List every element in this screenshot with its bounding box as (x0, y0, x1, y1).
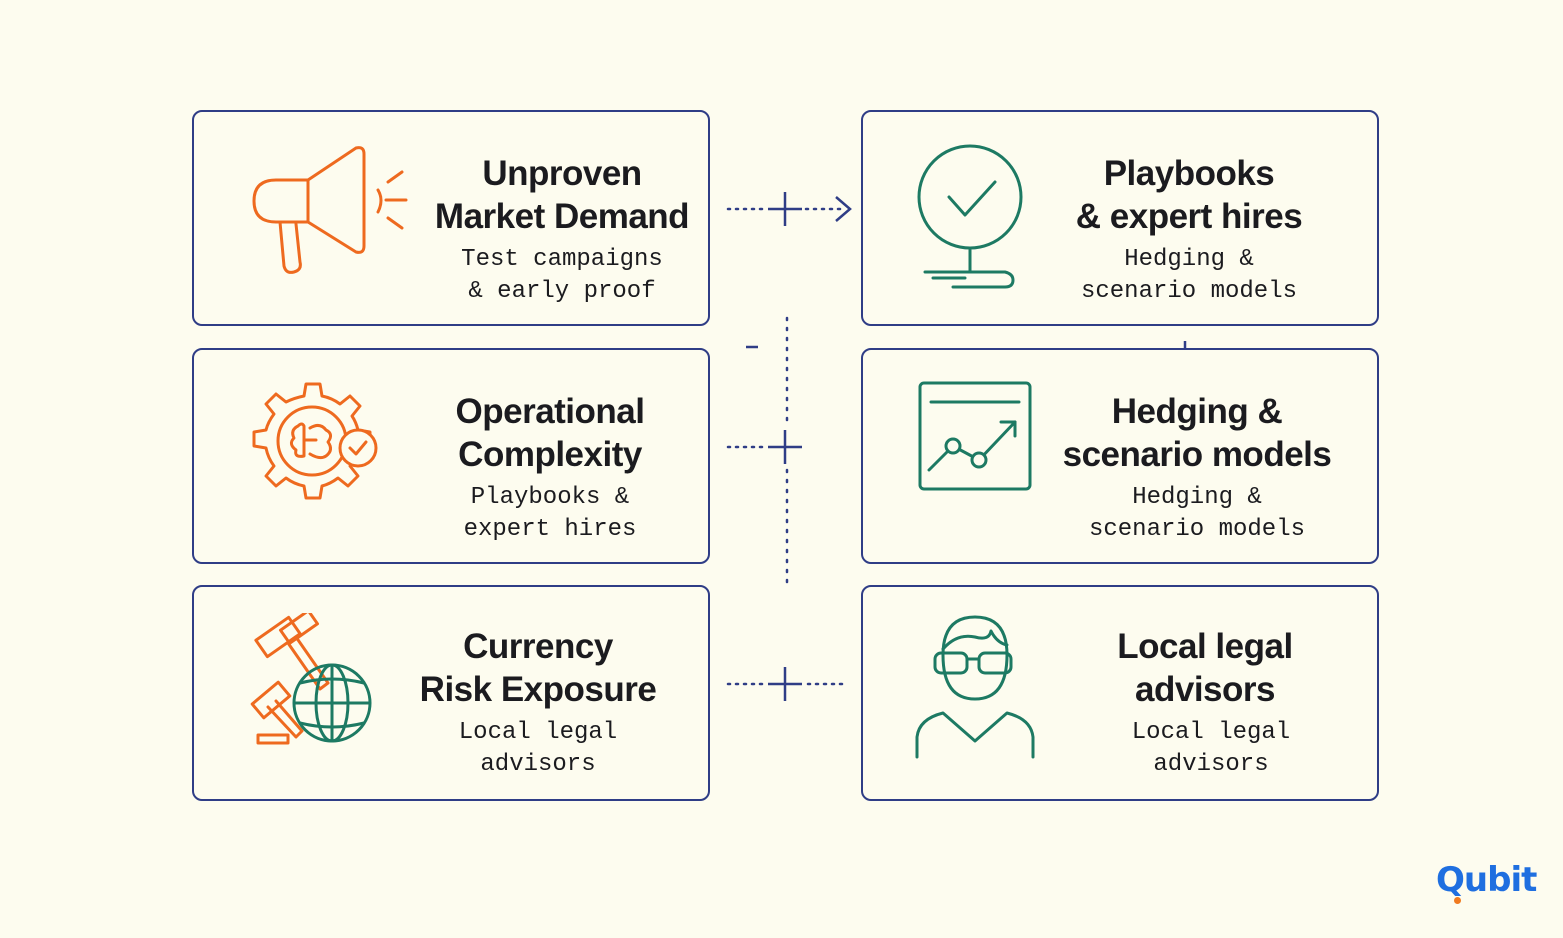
gavel-globe-icon (250, 613, 372, 745)
card-title: Playbooks & expert hires (1075, 154, 1303, 236)
trend-chart-icon (918, 381, 1032, 491)
checkmark-circle-icon (917, 144, 1023, 289)
card-subtitle: Local legal advisors (1131, 719, 1291, 778)
card-playbooks-expert-hires: Playbooks & expert hires Hedging & scena… (861, 110, 1379, 326)
card-title: Hedging & scenario models (1062, 392, 1332, 474)
megaphone-icon (252, 146, 408, 274)
brand-logo: Qubit (1436, 860, 1537, 900)
card-title: Operational Complexity (455, 392, 645, 474)
card-operational-complexity: Operational Complexity Playbooks & exper… (192, 348, 710, 564)
card-subtitle: Local legal advisors (458, 719, 618, 778)
gear-brain-icon (252, 382, 378, 500)
brand-logo-dot (1454, 897, 1461, 904)
card-currency-risk-exposure: Currency Risk Exposure Local legal advis… (192, 585, 710, 801)
card-local-legal-advisors: Local legal advisors Local legal advisor… (861, 585, 1379, 801)
advisor-person-icon (915, 615, 1035, 759)
card-subtitle: Hedging & scenario models (1088, 484, 1306, 543)
card-hedging-scenario-models: Hedging & scenario models Hedging & scen… (861, 348, 1379, 564)
card-subtitle: Playbooks & expert hires (463, 484, 637, 543)
card-title: Local legal advisors (1117, 627, 1293, 709)
card-subtitle: Test campaigns & early proof (461, 246, 663, 305)
card-unproven-market-demand: Unproven Market Demand Test campaigns & … (192, 110, 710, 326)
card-subtitle: Hedging & scenario models (1080, 246, 1298, 305)
card-title: Unproven Market Demand (434, 154, 690, 236)
card-title: Currency Risk Exposure (419, 627, 657, 709)
